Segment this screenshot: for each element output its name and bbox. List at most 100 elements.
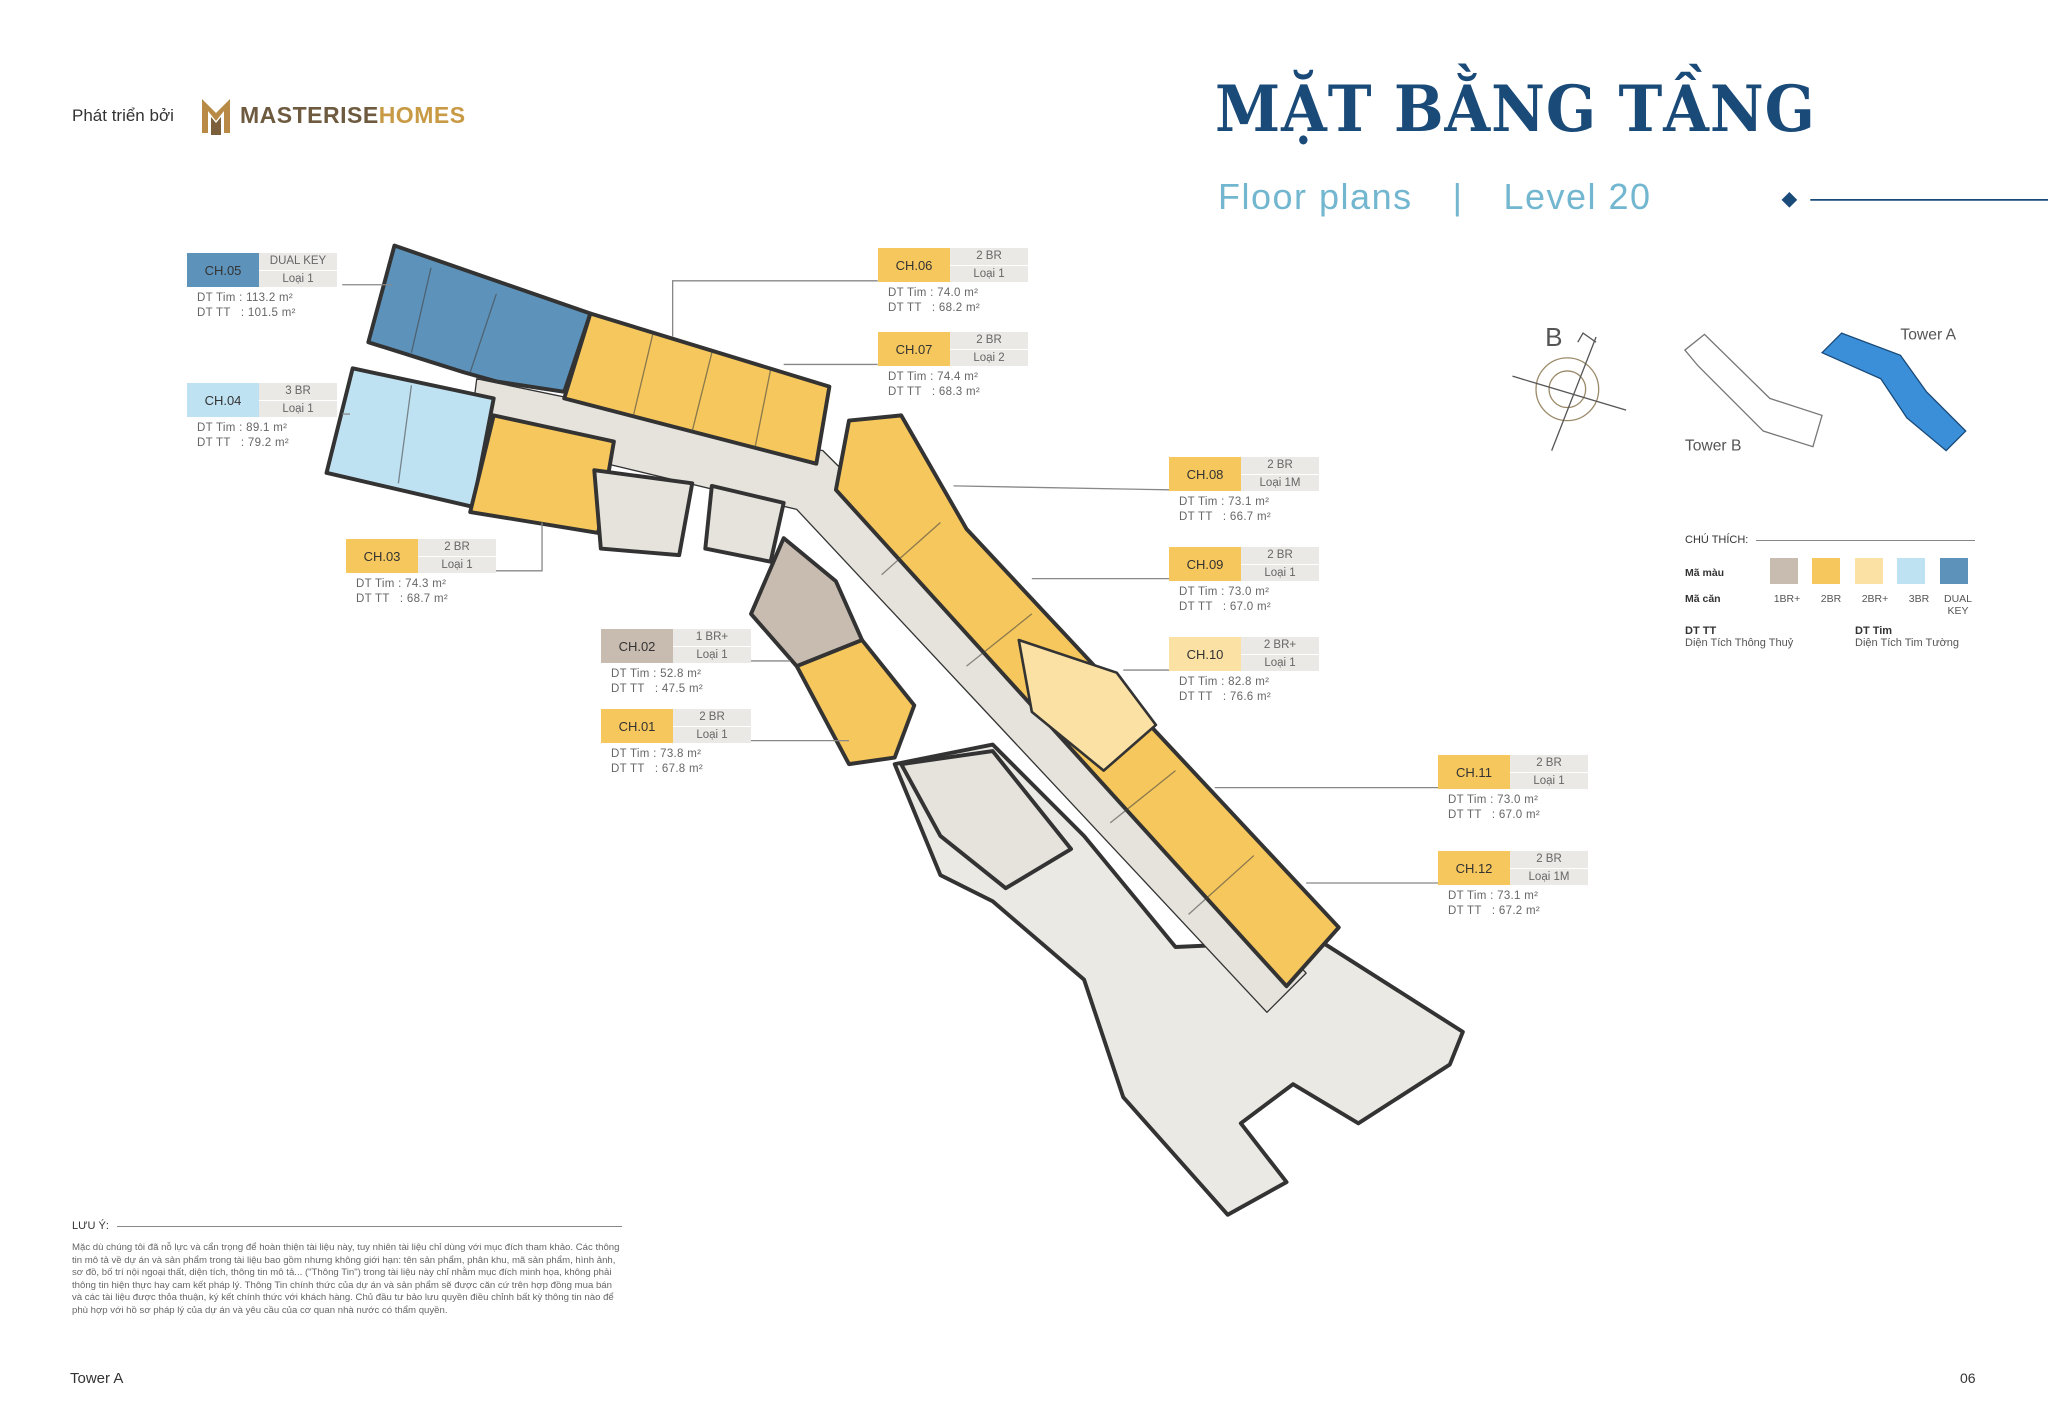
unit-dt-tim: DT Tim : 73.0 m² — [1448, 794, 1539, 806]
unit-bedrooms: 2 BR — [1241, 457, 1319, 475]
legend: CHÚ THÍCH: Mã màu Mã căn 1BR+ 2BR 2BR+ 3… — [1685, 534, 1975, 649]
unit-variant: Loại 1M — [1241, 474, 1319, 491]
legend-title: CHÚ THÍCH: — [1685, 534, 1749, 546]
unit-variant: Loại 1M — [1510, 868, 1588, 885]
swatch-2br-plus — [1854, 558, 1883, 584]
unit-bedrooms: 2 BR — [1241, 547, 1319, 565]
unit-dt-tim: DT Tim : 82.8 m² — [1179, 676, 1270, 688]
unit-code: CH.02 — [601, 629, 673, 663]
unit-ch01 — [794, 638, 917, 767]
legend-item: 3BR — [1908, 593, 1930, 605]
unit-bedrooms: 2 BR — [1510, 851, 1588, 869]
unit-dt-tt: DT TT : 67.0 m² — [1448, 809, 1541, 821]
unit-code: CH.01 — [601, 709, 673, 743]
unit-dt-tt: DT TT : 68.2 m² — [888, 302, 981, 314]
unit-variant: Loại 1 — [1510, 772, 1588, 789]
unit-code: CH.09 — [1169, 547, 1241, 581]
unit-areas: DT Tim : 73.0 m² DT TT : 67.0 m² — [1438, 789, 1588, 823]
north-label: B — [1545, 322, 1562, 352]
unit-ch04 — [324, 366, 496, 509]
unit-dt-tim: DT Tim : 73.0 m² — [1179, 586, 1270, 598]
tower-b-label: Tower B — [1685, 438, 1742, 455]
unit-code: CH.05 — [187, 253, 259, 287]
unit-dt-tt: DT TT : 67.2 m² — [1448, 905, 1541, 917]
swatch-dual-key — [1939, 558, 1968, 584]
unit-code: CH.07 — [878, 332, 950, 366]
swatch-1br-plus — [1769, 558, 1798, 584]
dt-tim-abbr: DT Tim — [1855, 625, 1893, 637]
tower-a-shape — [1820, 332, 1967, 452]
legend-color-label: Mã màu — [1685, 566, 1725, 579]
unit-dt-tim: DT Tim : 113.2 m² — [197, 292, 294, 304]
legend-item: 1BR+ — [1773, 593, 1801, 605]
unit-areas: DT Tim : 82.8 m² DT TT : 76.6 m² — [1169, 671, 1319, 705]
unit-variant: Loại 1 — [259, 400, 337, 417]
tower-b-outline — [1683, 333, 1823, 448]
unit-dt-tim: DT Tim : 74.4 m² — [888, 371, 979, 383]
unit-bedrooms: 2 BR — [950, 332, 1028, 350]
unit-dt-tim: DT Tim : 73.1 m² — [1448, 890, 1539, 902]
unit-bedrooms: 2 BR — [950, 248, 1028, 266]
unit-variant: Loại 1 — [1241, 654, 1319, 671]
unit-dt-tim: DT Tim : 73.8 m² — [611, 748, 702, 760]
unit-code: CH.12 — [1438, 851, 1510, 885]
disclaimer-body: Mặc dù chúng tôi đã nỗ lực và cẩn trọng … — [72, 1242, 620, 1316]
unit-bedrooms: 1 BR+ — [673, 629, 751, 647]
disclaimer-rule — [116, 1225, 622, 1227]
footer-tower: Tower A — [70, 1370, 124, 1387]
brand-part2: HOMES — [378, 101, 466, 128]
unit-bedrooms: 2 BR — [673, 709, 751, 727]
subtitle-floor-plans: Floor plans — [1218, 176, 1413, 217]
unit-bedrooms: 3 BR — [259, 383, 337, 401]
unit-variant: Loại 1 — [1241, 564, 1319, 581]
unit-bedrooms: 2 BR — [418, 539, 496, 557]
masterise-logo: MASTERISEHOMES — [200, 93, 466, 137]
unit-dt-tt: DT TT : 76.6 m² — [1179, 691, 1272, 703]
core-lifts — [703, 483, 786, 564]
masterise-logo-icon — [202, 99, 230, 135]
swatch-2br — [1812, 558, 1841, 584]
core-stairs — [592, 468, 695, 558]
unit-dt-tt: DT TT : 79.2 m² — [197, 437, 290, 449]
unit-code: CH.08 — [1169, 457, 1241, 491]
disclaimer: LƯU Ý: Mặc dù chúng tôi đã nỗ lực và cẩn… — [72, 1220, 622, 1318]
unit-dt-tt: DT TT : 47.5 m² — [611, 683, 704, 695]
brand-part1: MASTERISE — [240, 101, 379, 128]
diamond-icon — [1781, 192, 1798, 208]
unit-dt-tt: DT TT : 68.7 m² — [356, 593, 449, 605]
dt-tim-full: Diện Tích Tim Tường — [1855, 637, 1960, 649]
dt-tt-full: Diện Tích Thông Thuỷ — [1685, 637, 1794, 649]
unit-dt-tim: DT Tim : 52.8 m² — [611, 668, 702, 680]
page-number: 06 — [1960, 1370, 1976, 1386]
unit-dt-tim: DT Tim : 73.1 m² — [1179, 496, 1270, 508]
unit-variant: Loại 1 — [950, 265, 1028, 282]
